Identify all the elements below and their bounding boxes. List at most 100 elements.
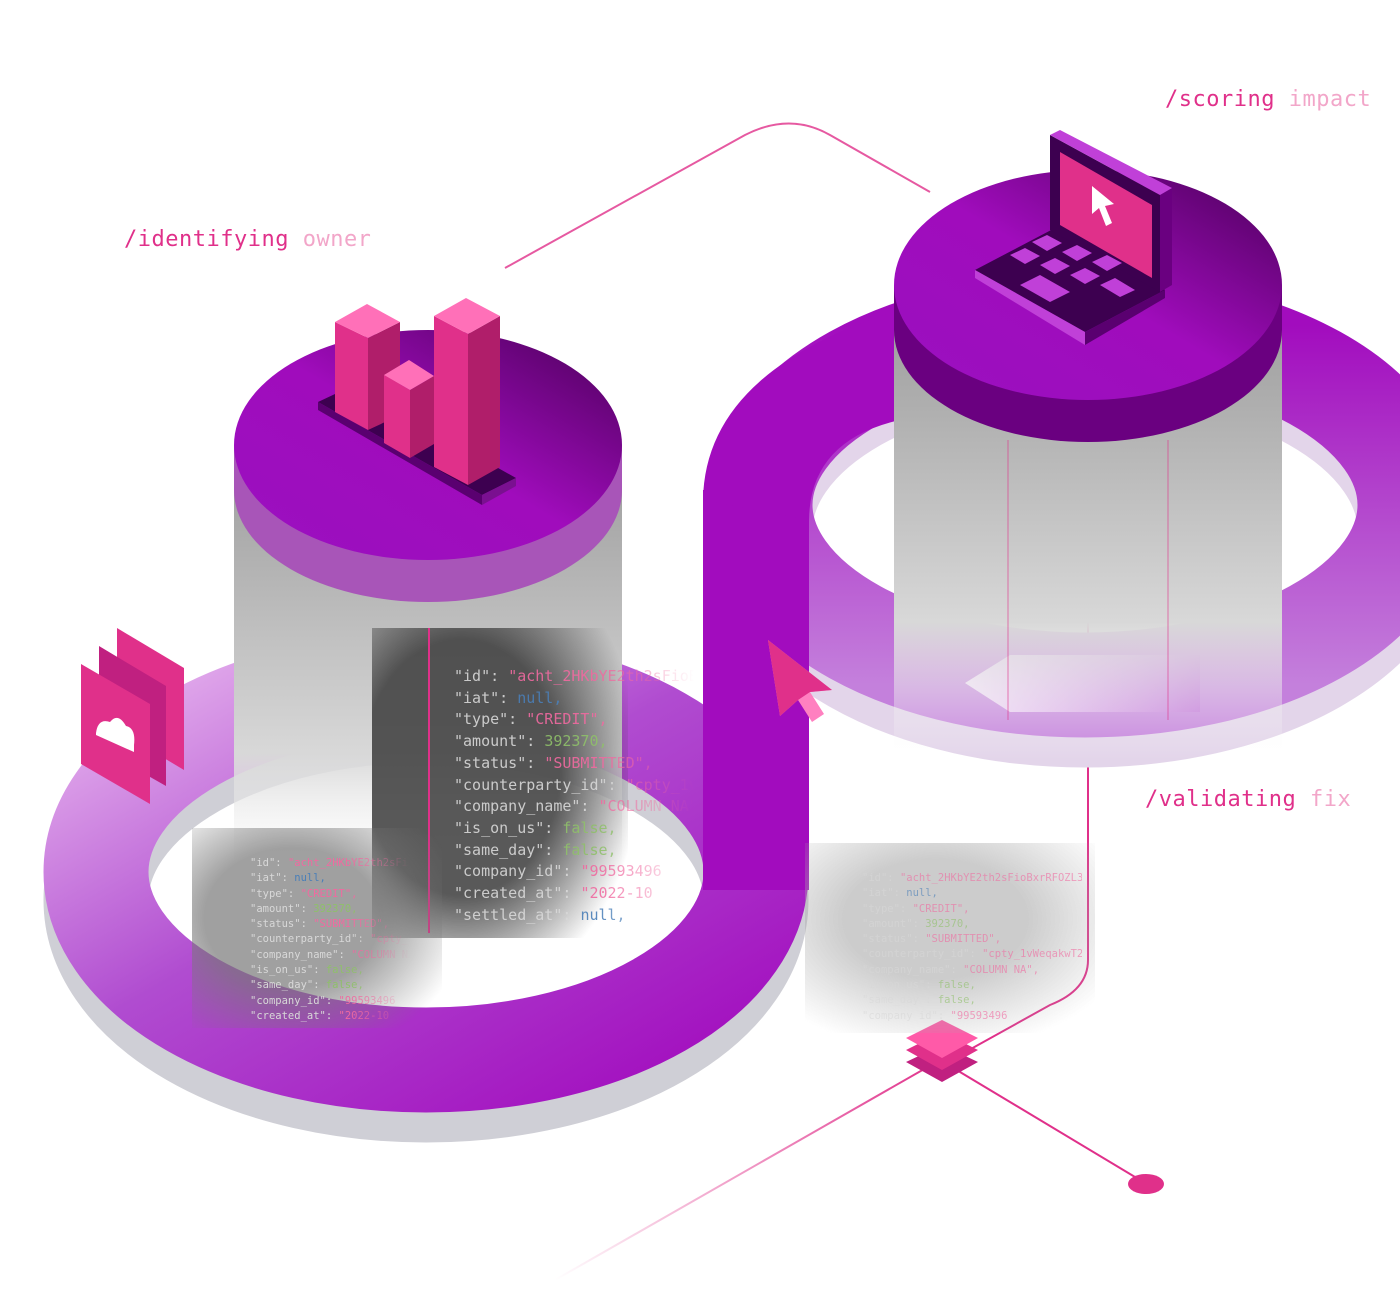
code-key: "amount": <box>862 917 926 930</box>
code-value: false, <box>937 994 976 1007</box>
code-line: "counterparty_id": "cpty_1vWeqakwT2 <box>862 947 1082 962</box>
code-value: false, <box>325 979 364 992</box>
connector-line-bottom <box>554 1059 941 1281</box>
code-value: "99593496 <box>580 862 662 881</box>
code-value: null, <box>294 872 326 885</box>
track-cursor-icon <box>768 640 832 722</box>
code-key: "company_name": <box>454 797 599 816</box>
code-value: false, <box>562 840 617 859</box>
code-line: "type": "CREDIT", <box>862 902 1082 917</box>
code-line: "type": "CREDIT", <box>454 709 694 731</box>
code-key: "id": <box>862 872 900 884</box>
code-gutter-line <box>428 628 430 933</box>
code-key: "company_name": <box>862 963 964 976</box>
label-main: /scoring <box>1165 87 1275 112</box>
label-scoring-impact: /scoring impact <box>1165 87 1371 112</box>
code-value: "acht_2HKbYE2th2sFioBxrRFOZL3 <box>899 872 1082 884</box>
label-light: impact <box>1288 87 1372 112</box>
code-value: null, <box>339 1025 371 1026</box>
code-key: "iat": <box>454 688 518 707</box>
code-key: "id": <box>454 667 509 685</box>
code-value: "COLUMN NA", <box>351 948 410 961</box>
label-main: /identifying <box>124 227 289 252</box>
code-line: "company_id": "99593496 <box>454 861 694 883</box>
code-line: "counterparty_id": "cpty_1vWeqakwT2 <box>454 775 694 797</box>
code-key: "counterparty_id": <box>250 933 371 946</box>
code-line: "status": "SUBMITTED", <box>862 932 1082 947</box>
code-line: "created_at": "2022-10 <box>250 1009 410 1024</box>
code-key: "counterparty_id": <box>454 775 626 794</box>
cloud-documents-icon <box>81 628 184 804</box>
endpoint-dot <box>1128 1174 1164 1194</box>
code-value: "SUBMITTED", <box>544 753 653 772</box>
label-main: /validating <box>1145 787 1297 812</box>
code-line: "amount": 392370, <box>250 902 410 917</box>
code-line: "settled_at": null, <box>250 1024 410 1026</box>
code-line: "type": "CREDIT", <box>250 887 410 902</box>
code-block-large: "id": "acht_2HKbYE2th2sFioBxrRFOZL3"iat"… <box>454 666 694 926</box>
code-key: "settled_at": <box>250 1025 339 1026</box>
code-key: "created_at": <box>250 1009 339 1022</box>
code-line: "is_on_us": false, <box>250 963 410 978</box>
code-value: "CREDIT", <box>912 902 970 915</box>
code-line: "company_name": "COLUMN NA", <box>454 796 694 818</box>
code-key: "same_day": <box>454 840 563 859</box>
code-line: "same_day": false, <box>454 840 694 862</box>
code-line: "same_day": false, <box>250 978 410 993</box>
code-key: "company_name": <box>250 948 352 961</box>
code-key: "is_on_us": <box>250 964 326 977</box>
label-identifying-owner: /identifying owner <box>124 227 371 252</box>
code-line: "amount": 392370, <box>862 917 1082 932</box>
code-key: "iat": <box>862 887 907 900</box>
code-value: false, <box>325 964 364 977</box>
code-panel-right <box>805 843 1095 1033</box>
code-block-left: "id": "acht_2HKbYE2th2sFioBxrRFOZL3"iat"… <box>250 856 410 1026</box>
code-key: "type": <box>862 902 913 915</box>
code-line: "status": "SUBMITTED", <box>250 917 410 932</box>
code-key: "company_id": <box>862 1009 951 1021</box>
code-line: "company_name": "COLUMN NA", <box>250 948 410 963</box>
code-key: "company_id": <box>250 994 339 1007</box>
code-value: "SUBMITTED", <box>925 933 1002 946</box>
code-line: "settled_at": null, <box>454 905 694 927</box>
code-value: null, <box>906 887 938 900</box>
code-value: "cpty_1vWeqakwT2 <box>625 775 694 794</box>
code-key: "status": <box>454 753 545 772</box>
code-line: "company_id": "99593496 <box>862 1009 1082 1021</box>
code-line: "id": "acht_2HKbYE2th2sFioBxrRFOZL3 <box>250 856 410 871</box>
connector-line-node <box>939 1059 1141 1181</box>
code-line: "counterparty_id": "cpty_1vWeqakwT2 <box>250 932 410 947</box>
code-key: "created_at": <box>454 884 581 903</box>
code-line: "iat": null, <box>250 871 410 886</box>
code-key: "type": <box>454 710 527 729</box>
code-line: "is_on_us": false, <box>862 978 1082 993</box>
code-value: "2022-10 <box>338 1009 390 1022</box>
laptop-icon <box>975 130 1172 345</box>
code-key: "id": <box>250 857 288 869</box>
code-key: "iat": <box>250 872 295 885</box>
code-value: 392370, <box>544 732 608 751</box>
code-key: "counterparty_id": <box>862 948 983 961</box>
code-value: "99593496 <box>950 1009 1008 1021</box>
code-key: "status": <box>250 918 314 931</box>
code-key: "type": <box>250 887 301 900</box>
code-value: false, <box>937 979 976 992</box>
code-line: "is_on_us": false, <box>454 818 694 840</box>
code-value: "cpty_1vWeqakwT2 <box>370 933 410 946</box>
code-value: "acht_2HKbYE2th2sFioBxrRFOZL3 <box>287 857 410 869</box>
code-line: "status": "SUBMITTED", <box>454 753 694 775</box>
code-key: "same_day": <box>250 979 326 992</box>
code-value: "COLUMN NA", <box>963 963 1040 976</box>
code-value: null, <box>517 688 563 707</box>
code-panel-left <box>192 828 442 1028</box>
code-value: "2022-10 <box>580 884 653 903</box>
track-connector-curve <box>703 310 900 520</box>
code-line: "iat": null, <box>454 688 694 710</box>
connector-line-top <box>504 122 931 269</box>
code-value: null, <box>580 905 626 924</box>
code-key: "amount": <box>454 732 545 751</box>
code-value: 392370, <box>925 917 970 930</box>
code-value: "COLUMN NA", <box>598 797 695 816</box>
code-line: "id": "acht_2HKbYE2th2sFioBxrRFOZL3 <box>454 666 694 688</box>
